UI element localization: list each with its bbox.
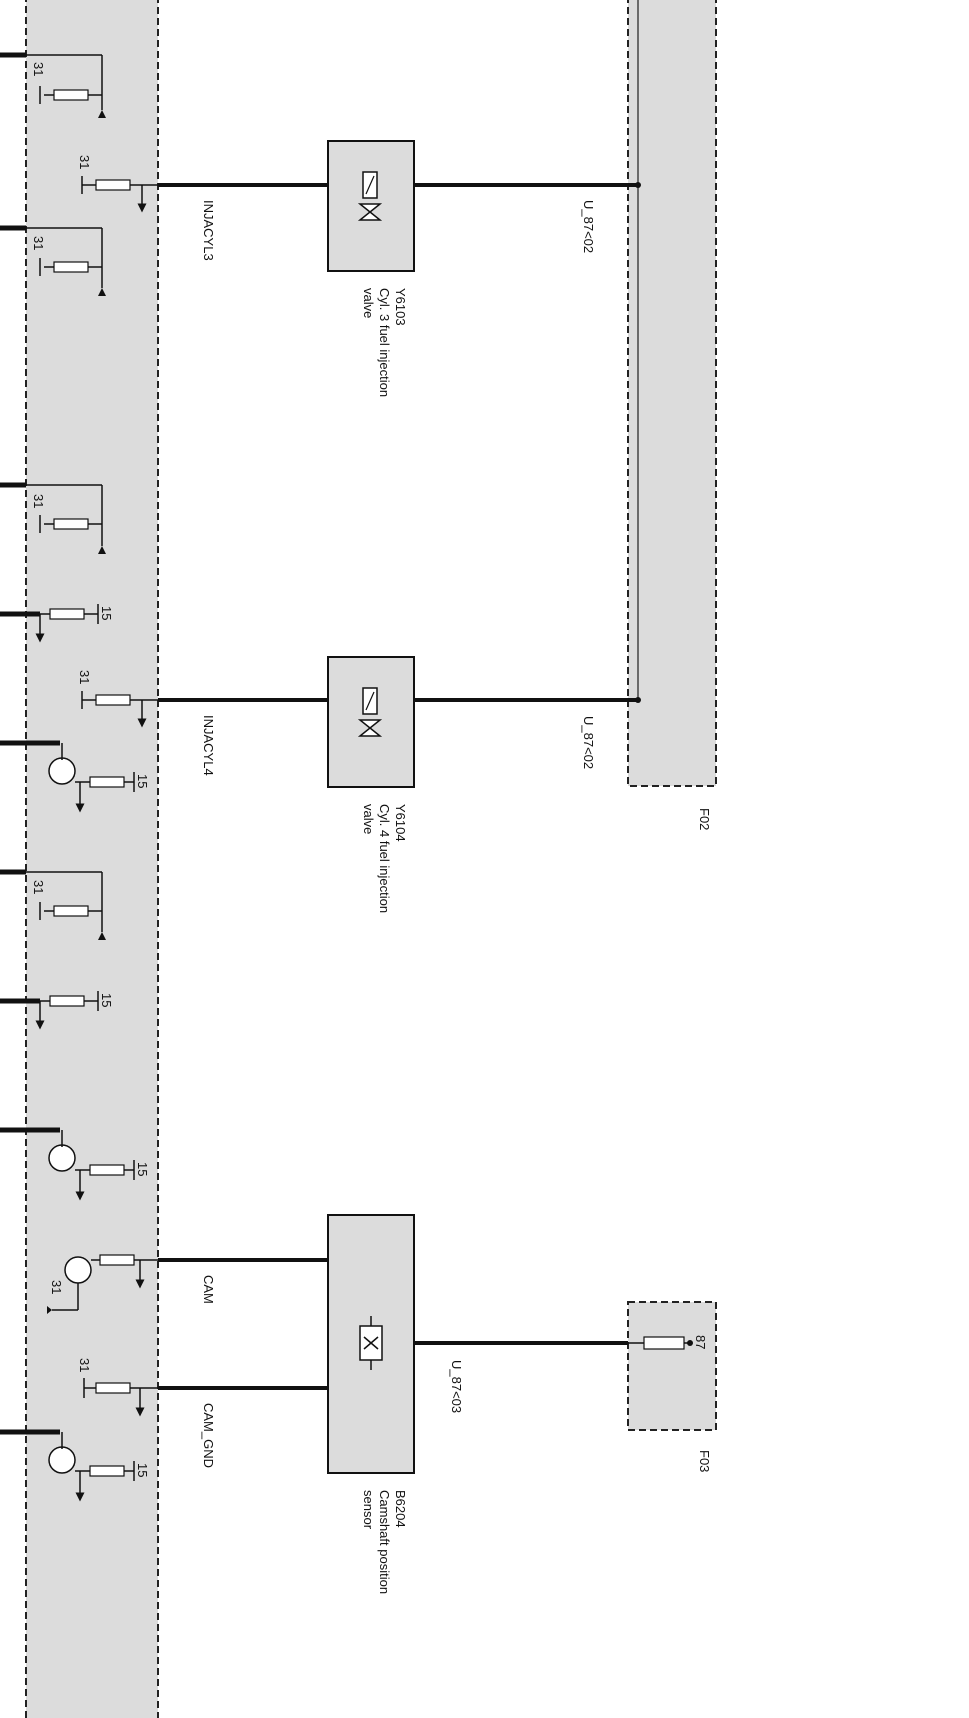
wire-label-u87-02-b: U_87<02 <box>581 716 596 769</box>
pin-15: 15 <box>135 1162 150 1176</box>
ecu-stage-31-d: 31 <box>0 869 106 940</box>
ecu-stage-31-c: 31 <box>0 482 106 554</box>
component-desc2-y6103: valve <box>361 288 376 318</box>
signal-label-injcyl3: INJACYL3 <box>201 200 216 261</box>
wire-label-u87-03: U_87<03 <box>449 1360 464 1413</box>
pin-15: 15 <box>135 1463 150 1477</box>
pin-31: 31 <box>77 1358 92 1372</box>
pin-15: 15 <box>135 774 150 788</box>
ecu-stage-15-c: 15 <box>0 991 114 1030</box>
fuse-pin-87: 87 <box>693 1335 708 1349</box>
ecu-stage-15-a: 15 <box>0 604 114 643</box>
fuse-label-f03: F03 <box>697 1450 712 1472</box>
pin-31: 31 <box>77 155 92 169</box>
ecu-stage-cam-31: 31 <box>47 1254 158 1314</box>
component-desc2-b6204: sensor <box>361 1490 376 1530</box>
pin-31: 31 <box>31 880 46 894</box>
fuse-box-f02 <box>627 0 717 787</box>
component-y6103 <box>327 140 415 272</box>
pin-31: 31 <box>77 670 92 684</box>
component-desc2-y6104: valve <box>361 804 376 834</box>
pin-31: 31 <box>31 494 46 508</box>
ecu-stage-camgnd-31: 31 <box>77 1358 158 1417</box>
ecu-stage-31-b: 31 <box>0 225 106 296</box>
fuse-box-f03 <box>627 1301 717 1431</box>
circuit-cam <box>158 1258 693 1390</box>
fuse-label-f02: F02 <box>697 808 712 830</box>
pin-15: 15 <box>99 993 114 1007</box>
ecu-module <box>25 0 159 1718</box>
component-desc-y6104: Cyl. 4 fuel injection <box>377 804 392 913</box>
component-code-y6103: Y6103 <box>393 288 408 326</box>
ecu-stage-15-b: 15 <box>0 740 150 813</box>
signal-label-injcyl4: INJACYL4 <box>201 715 216 776</box>
pin-31: 31 <box>31 62 46 76</box>
ecu-stage-15-d: 15 <box>0 1127 150 1201</box>
component-b6204 <box>327 1214 415 1474</box>
ecu-stage-31-a: 31 <box>0 52 106 118</box>
signal-label-cam-gnd: CAM_GND <box>201 1403 216 1468</box>
signal-label-cam: CAM <box>201 1275 216 1304</box>
circuit-injcyl3: 31 <box>77 155 641 213</box>
pin-31: 31 <box>49 1280 64 1294</box>
component-y6104 <box>327 656 415 788</box>
component-desc-b6204: Camshaft position <box>377 1490 392 1594</box>
ecu-stage-15-e: 15 <box>0 1429 150 1502</box>
circuit-injcyl4: 31 <box>77 670 641 728</box>
component-code-y6104: Y6104 <box>393 804 408 842</box>
pin-31: 31 <box>31 236 46 250</box>
component-code-b6204: B6204 <box>393 1490 408 1528</box>
pin-15: 15 <box>99 606 114 620</box>
wire-label-u87-02-a: U_87<02 <box>581 200 596 253</box>
component-desc-y6103: Cyl. 3 fuel injection <box>377 288 392 397</box>
